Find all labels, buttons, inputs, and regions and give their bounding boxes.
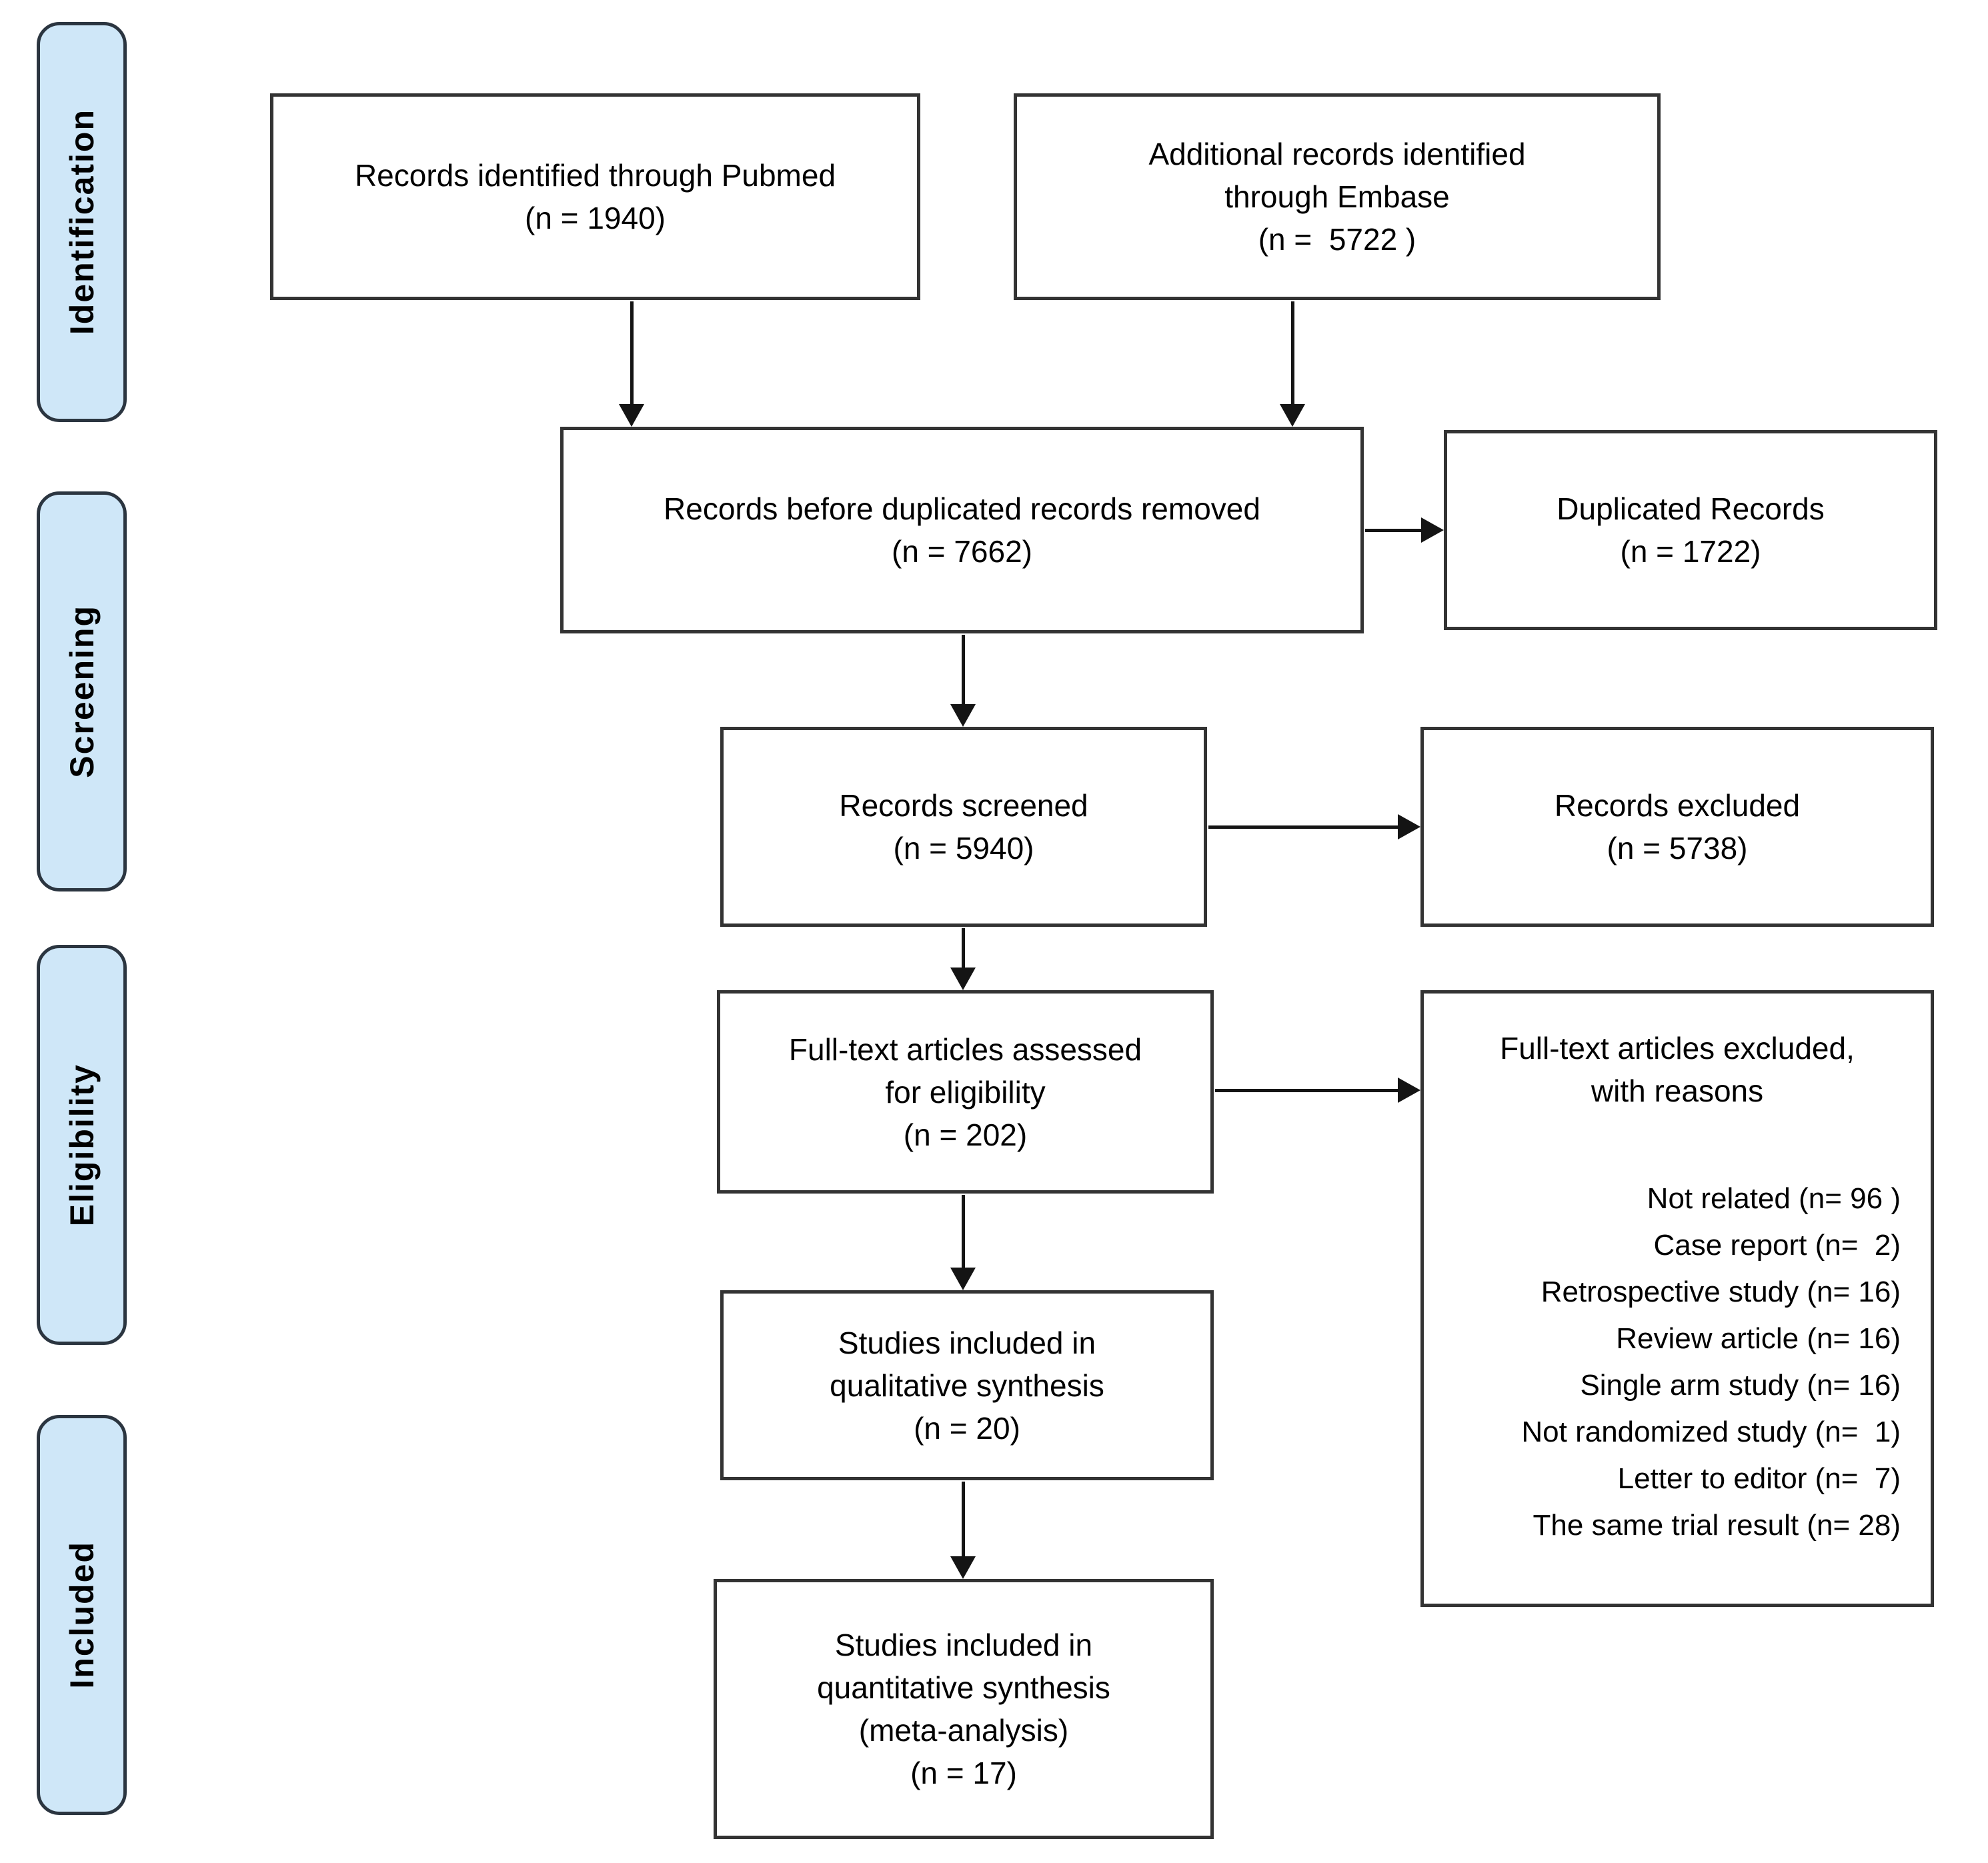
box-qualitative-synthesis: Studies included in qualitative synthesi…	[720, 1290, 1214, 1480]
stage-eligibility: Eligibility	[37, 945, 127, 1345]
stage-eligibility-label: Eligibility	[63, 1063, 101, 1227]
arrow-fulltext-to-excluded-line	[1215, 1089, 1400, 1092]
box-count: (n = 7662)	[892, 534, 1032, 569]
box-count: (n = 5722 )	[1258, 222, 1416, 257]
box-fulltext-excluded-with-reasons: Full-text articles excluded, with reason…	[1420, 990, 1934, 1607]
box-count: (n = 202)	[903, 1117, 1028, 1152]
exclusion-reason: Retrospective study (n= 16)	[1541, 1276, 1901, 1308]
arrow-screened-to-excluded-head-icon	[1398, 814, 1420, 839]
box-text: Duplicated Records	[1557, 491, 1825, 526]
box-records-screened: Records screened (n = 5940)	[720, 727, 1207, 927]
box-count: (n = 5738)	[1607, 831, 1748, 865]
box-count: (n = 1940)	[525, 201, 666, 235]
arrow-qualitative-to-quantitative-line	[962, 1482, 965, 1559]
box-text: (meta-analysis)	[858, 1713, 1069, 1748]
arrow-pubmed-to-merge-line	[630, 301, 634, 407]
box-text: Records before duplicated records remove…	[664, 491, 1260, 526]
arrow-pubmed-to-merge-head-icon	[619, 404, 644, 427]
exclusion-reason: The same trial result (n= 28)	[1533, 1509, 1901, 1542]
exclusion-reason: Case report (n= 2)	[1653, 1229, 1901, 1262]
box-text: Studies included in	[838, 1325, 1096, 1360]
stage-screening-label: Screening	[63, 605, 101, 778]
stage-screening: Screening	[37, 491, 127, 891]
box-text: qualitative synthesis	[830, 1368, 1104, 1403]
box-fulltext-assessed: Full-text articles assessed for eligibil…	[717, 990, 1214, 1194]
box-text: quantitative synthesis	[817, 1670, 1110, 1705]
exclusion-reasons-list: Not related (n= 96 ) Case report (n= 2) …	[1424, 1176, 1931, 1549]
stage-identification: Identification	[37, 22, 127, 422]
stage-included: Included	[37, 1415, 127, 1815]
box-text: Full-text articles assessed	[788, 1032, 1142, 1067]
box-duplicated-records: Duplicated Records (n = 1722)	[1444, 430, 1937, 630]
arrow-fulltext-to-qualitative-line	[962, 1195, 965, 1270]
box-text: Records screened	[839, 788, 1088, 823]
arrow-merge-to-duplicated-line	[1365, 529, 1424, 532]
box-text: Studies included in	[834, 1628, 1093, 1662]
box-text: Additional records identified	[1148, 137, 1526, 171]
arrow-qualitative-to-quantitative-head-icon	[950, 1556, 976, 1579]
box-records-excluded: Records excluded (n = 5738)	[1420, 727, 1934, 927]
box-text: Records excluded	[1554, 788, 1801, 823]
box-title: Full-text articles excluded,	[1500, 1031, 1855, 1066]
arrow-screened-to-fulltext-head-icon	[950, 968, 976, 990]
box-quantitative-synthesis: Studies included in quantitative synthes…	[714, 1579, 1214, 1839]
arrow-merge-to-screened-head-icon	[950, 704, 976, 727]
stage-identification-label: Identification	[63, 109, 101, 335]
box-text: Records identified through Pubmed	[354, 158, 836, 193]
exclusion-reason: Letter to editor (n= 7)	[1617, 1462, 1901, 1495]
box-text: for eligibility	[885, 1074, 1046, 1110]
arrow-fulltext-to-qualitative-head-icon	[950, 1268, 976, 1290]
arrow-embase-to-merge-line	[1291, 301, 1294, 407]
arrow-screened-to-excluded-line	[1208, 825, 1400, 829]
stage-included-label: Included	[63, 1541, 101, 1689]
exclusion-reason: Not randomized study (n= 1)	[1521, 1416, 1901, 1448]
exclusion-reason: Single arm study (n= 16)	[1580, 1369, 1901, 1402]
box-title: with reasons	[1591, 1074, 1764, 1108]
box-text: through Embase	[1224, 179, 1450, 214]
arrow-merge-to-duplicated-head-icon	[1421, 517, 1444, 543]
arrow-merge-to-screened-line	[962, 635, 965, 707]
exclusion-reason: Not related (n= 96 )	[1647, 1182, 1901, 1215]
exclusion-reason: Review article (n= 16)	[1616, 1322, 1901, 1355]
arrow-fulltext-to-excluded-head-icon	[1398, 1078, 1420, 1103]
box-count: (n = 1722)	[1620, 534, 1761, 569]
box-count: (n = 17)	[910, 1756, 1017, 1790]
box-records-identified-pubmed: Records identified through Pubmed (n = 1…	[270, 93, 920, 300]
box-additional-records-embase: Additional records identified through Em…	[1014, 93, 1661, 300]
box-records-before-duplicates-removed: Records before duplicated records remove…	[560, 427, 1364, 633]
arrow-screened-to-fulltext-line	[962, 928, 965, 970]
box-count: (n = 20)	[914, 1410, 1020, 1446]
box-count: (n = 5940)	[893, 831, 1034, 865]
arrow-embase-to-merge-head-icon	[1280, 404, 1305, 427]
